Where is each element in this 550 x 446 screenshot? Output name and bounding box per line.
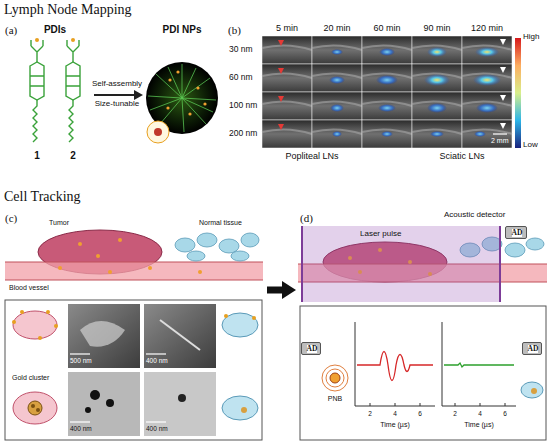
figure-label: 500 nm — [70, 357, 92, 364]
figure-label: 400 nm — [146, 357, 168, 364]
figure-label: 2 — [453, 410, 457, 417]
figure-label: 90 min — [423, 24, 450, 34]
figure-label: Tumor — [48, 219, 70, 227]
figure-panel: (b) — [226, 20, 548, 182]
section-heading: Lymph Node Mapping — [4, 2, 132, 17]
figure-label: High — [523, 33, 539, 42]
figure-label: 2 mm — [491, 137, 509, 145]
detector-label: AD — [512, 229, 523, 237]
figure-label: Normal tissue — [198, 219, 243, 227]
figure-label: Blood vessel — [8, 284, 50, 292]
figure-label: 6 — [503, 410, 507, 417]
figure-label: 400 nm — [70, 425, 92, 432]
figure-label: 4 — [393, 410, 397, 417]
panel-letter: (b) — [228, 24, 241, 36]
compound-number: 1 — [34, 150, 40, 161]
figure-label: 30 nm — [229, 45, 253, 54]
figure-label: Sciatic LNs — [439, 152, 484, 162]
figure-label: 4 — [478, 410, 482, 417]
flow-arrow — [267, 287, 286, 294]
figure-label: Time (µs) — [380, 421, 409, 429]
group-label: PDIs — [44, 24, 66, 35]
figure-label: 200 nm — [229, 129, 257, 138]
figure-label: PNB — [328, 395, 342, 403]
figure-label: 2 — [368, 410, 372, 417]
figure-label: 60 nm — [229, 73, 253, 82]
compound-number: 2 — [70, 150, 76, 161]
panel-letter: (a) — [5, 24, 17, 36]
figure-label: 100 nm — [229, 101, 257, 110]
figure-label: Laser pulse — [360, 230, 401, 239]
arrow-label: Size-tunable — [95, 100, 139, 109]
panel-letter: (d) — [300, 212, 313, 224]
detector-box: AD — [505, 226, 527, 239]
figure-label: 20 min — [323, 24, 350, 34]
detector-box: AD — [301, 342, 321, 355]
figure-label: 120 min — [471, 24, 503, 34]
figure-label: Time (µs) — [464, 421, 493, 429]
figure-label: 400 nm — [146, 425, 168, 432]
figure-label: Popliteal LNs — [285, 152, 338, 162]
detector-label: AD — [528, 345, 539, 353]
figure-panel: (c) — [3, 208, 265, 444]
detector-label: AD — [307, 345, 318, 353]
figure-label: Acoustic detector — [444, 211, 505, 220]
figure-label: 5 min — [276, 24, 298, 34]
figure-panel: (d) AD AD AD — [298, 208, 547, 444]
figure-label: Low — [523, 141, 538, 150]
figure-label: 60 min — [373, 24, 400, 34]
section-heading: Cell Tracking — [4, 189, 81, 204]
arrow-label: Self-assembly — [92, 80, 142, 89]
group-label: PDI NPs — [163, 24, 202, 35]
figure-label: Gold cluster — [12, 374, 49, 382]
panel-letter: (c) — [5, 212, 17, 224]
detector-box: AD — [522, 342, 542, 355]
figure-label: 6 — [418, 410, 422, 417]
